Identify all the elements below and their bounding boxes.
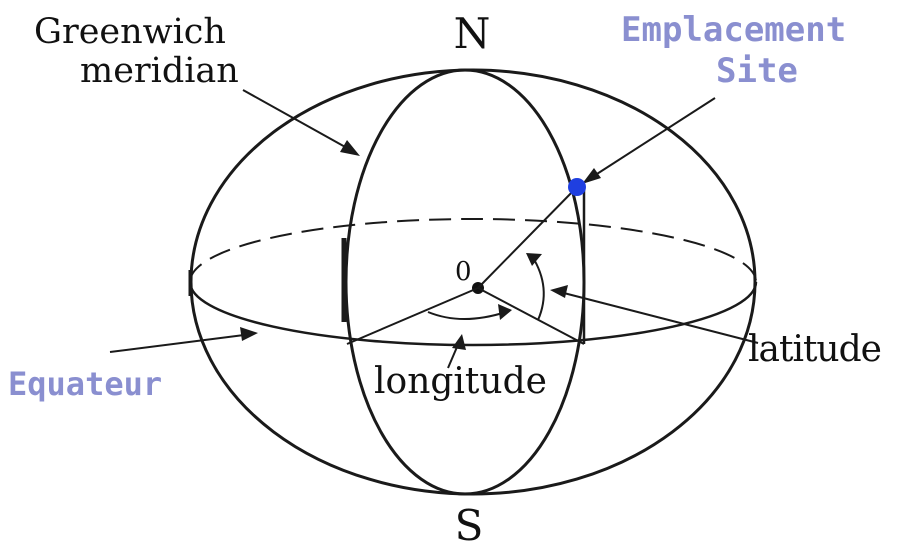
site-label-line2: Site <box>716 51 798 91</box>
greenwich-label-line2: meridian <box>80 51 239 91</box>
longitude-arc-arrowhead <box>498 304 512 320</box>
latitude-leader-line <box>556 291 758 343</box>
site-leader-line <box>586 98 715 181</box>
latitude-leader-arrowhead <box>550 285 568 298</box>
latitude-arc <box>532 256 544 320</box>
longitude-label: longitude <box>374 361 547 402</box>
greenwich-leader-arrowhead <box>340 140 360 156</box>
south-label: S <box>455 501 484 542</box>
equator-label: Equateur <box>8 365 162 403</box>
sphere-outline <box>191 70 755 494</box>
latitude-label: latitude <box>748 329 881 370</box>
radius-to-greenwich-equator <box>347 288 478 344</box>
site-point <box>568 178 586 196</box>
site-label-line1: Emplacement <box>621 10 846 50</box>
center-label: 0 <box>455 257 472 287</box>
equator-leader-line <box>110 334 252 352</box>
greenwich-label-line1: Greenwich <box>34 12 226 52</box>
equator-leader-arrowhead <box>240 327 258 341</box>
equator-back-dashed <box>190 219 756 282</box>
north-label: N <box>454 9 491 58</box>
site-leader-arrowhead <box>582 168 601 184</box>
longitude-leader-arrowhead <box>452 334 466 350</box>
equator-front <box>190 282 756 345</box>
radius-to-site <box>478 186 578 288</box>
latitude-arc-arrowhead <box>526 253 542 266</box>
longitude-arc <box>428 312 506 319</box>
